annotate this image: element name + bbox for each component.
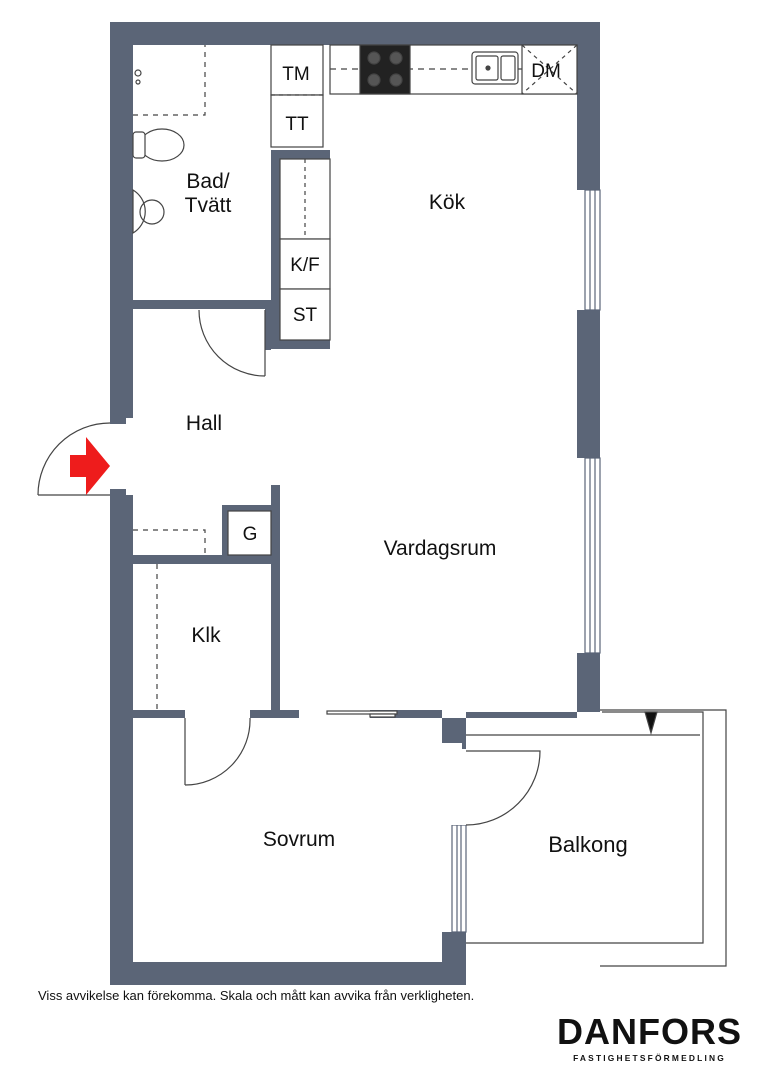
appliance-label-tm: TM: [282, 64, 309, 85]
living-window: [584, 457, 601, 654]
room-label-bathroom: Bad/: [186, 170, 229, 193]
bedroom-east-wall: [442, 932, 466, 985]
appliance-label-dm: DM: [531, 61, 561, 82]
interior-walls: [133, 150, 442, 718]
balcony-door-jamb: [442, 743, 466, 825]
room-label-balcony: Balkong: [548, 832, 628, 857]
outer-wall: [110, 22, 600, 985]
appliance-label-kf: K/F: [290, 255, 320, 276]
balcony-door-jamb: [462, 743, 466, 749]
hall-wardrobe: [133, 510, 272, 556]
room-label-hall: Hall: [186, 412, 222, 435]
appliance-label-st: ST: [293, 305, 318, 326]
doors: [37, 309, 541, 826]
kitchen-counter: [329, 44, 578, 95]
appliance-label-tt: TT: [285, 114, 309, 135]
tall-units: [279, 158, 331, 341]
kitchen-window: [584, 189, 601, 311]
appliance-label-g: G: [243, 524, 258, 545]
room-label-bathroom-line2: Tvätt: [185, 194, 232, 217]
brand-name: DANFORS: [557, 1011, 742, 1052]
disclaimer-text: Viss avvikelse kan förekomma. Skala och …: [38, 988, 475, 1003]
room-label-bedroom: Sovrum: [263, 828, 335, 851]
brand-tagline: FASTIGHETSFÖRMEDLING: [573, 1053, 726, 1063]
balcony: [466, 709, 727, 967]
bedroom-east-wall: [442, 718, 466, 743]
brand-logo: DANFORS FASTIGHETSFÖRMEDLING: [557, 1011, 742, 1064]
bedroom-window: [451, 824, 467, 933]
room-label-closet: Klk: [191, 624, 221, 647]
room-label-kitchen: Kök: [429, 191, 466, 214]
entrance-jamb: [110, 489, 126, 495]
entrance-jamb: [110, 412, 126, 424]
entrance-opening: [110, 418, 133, 495]
room-label-living: Vardagsrum: [384, 537, 497, 560]
entrance-arrow-icon: [70, 437, 110, 495]
appliance-column: [270, 44, 324, 148]
bathroom-fixtures: [132, 45, 206, 235]
